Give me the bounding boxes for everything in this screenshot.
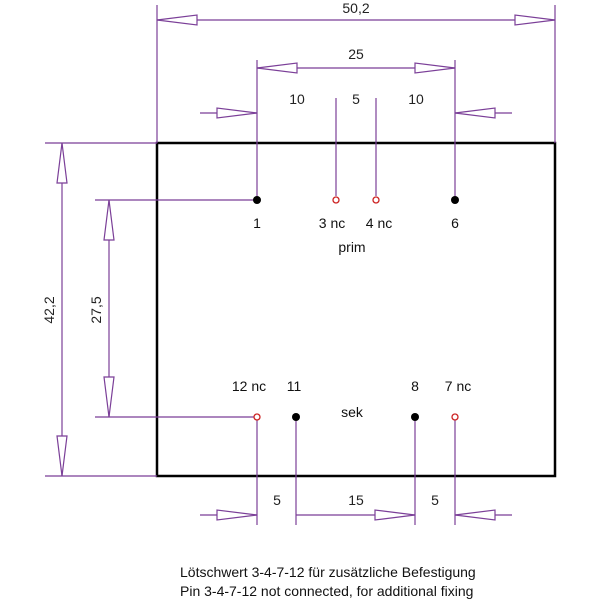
pin-7-dot [451,413,459,421]
pin-1-dot [253,196,261,204]
pin-11-label: 11 [287,378,302,394]
pin-6-label: 6 [451,215,459,231]
note-german: Lötschwert 3-4-7-12 für zusätzliche Befe… [180,564,476,580]
dim-overall-width: 50,2 [156,0,556,143]
primary-right-gap: 10 [408,91,424,107]
pin-7-label: 7 nc [445,378,471,394]
dim-secondary-spacing: 5 15 5 [200,417,512,525]
primary-left-gap: 10 [289,91,305,107]
dim-overall-height: 42,2 [41,142,157,477]
pin-1-label: 1 [253,215,261,231]
dim-row-spacing: 27,5 [88,199,257,418]
primary-span-value: 25 [348,46,364,62]
pin-4-dot [372,196,380,204]
note-english: Pin 3-4-7-12 not connected, for addition… [180,583,473,599]
secondary-winding-label: sek [341,404,364,420]
overall-height-value: 42,2 [41,296,57,323]
secondary-right-gap: 5 [431,492,439,508]
overall-width-value: 50,2 [342,0,369,16]
secondary-mid-gap: 15 [348,492,364,508]
dim-primary-span: 25 [256,46,456,200]
pin-8-label: 8 [411,378,419,394]
pin-4-label: 4 nc [366,215,392,231]
primary-mid-gap: 5 [352,91,360,107]
pin-6-dot [451,196,459,204]
transformer-outline [155,141,557,478]
pin-11-dot [292,413,300,421]
secondary-left-gap: 5 [273,492,281,508]
pin-12-label: 12 nc [232,378,266,394]
dim-primary-spacing: 10 5 10 [200,91,512,196]
pin-3-dot [332,196,340,204]
pin-8-dot [411,413,419,421]
row-spacing-value: 27,5 [88,296,104,323]
primary-winding-label: prim [338,239,365,255]
pin-12-dot [253,413,261,421]
pin-3-label: 3 nc [319,215,345,231]
